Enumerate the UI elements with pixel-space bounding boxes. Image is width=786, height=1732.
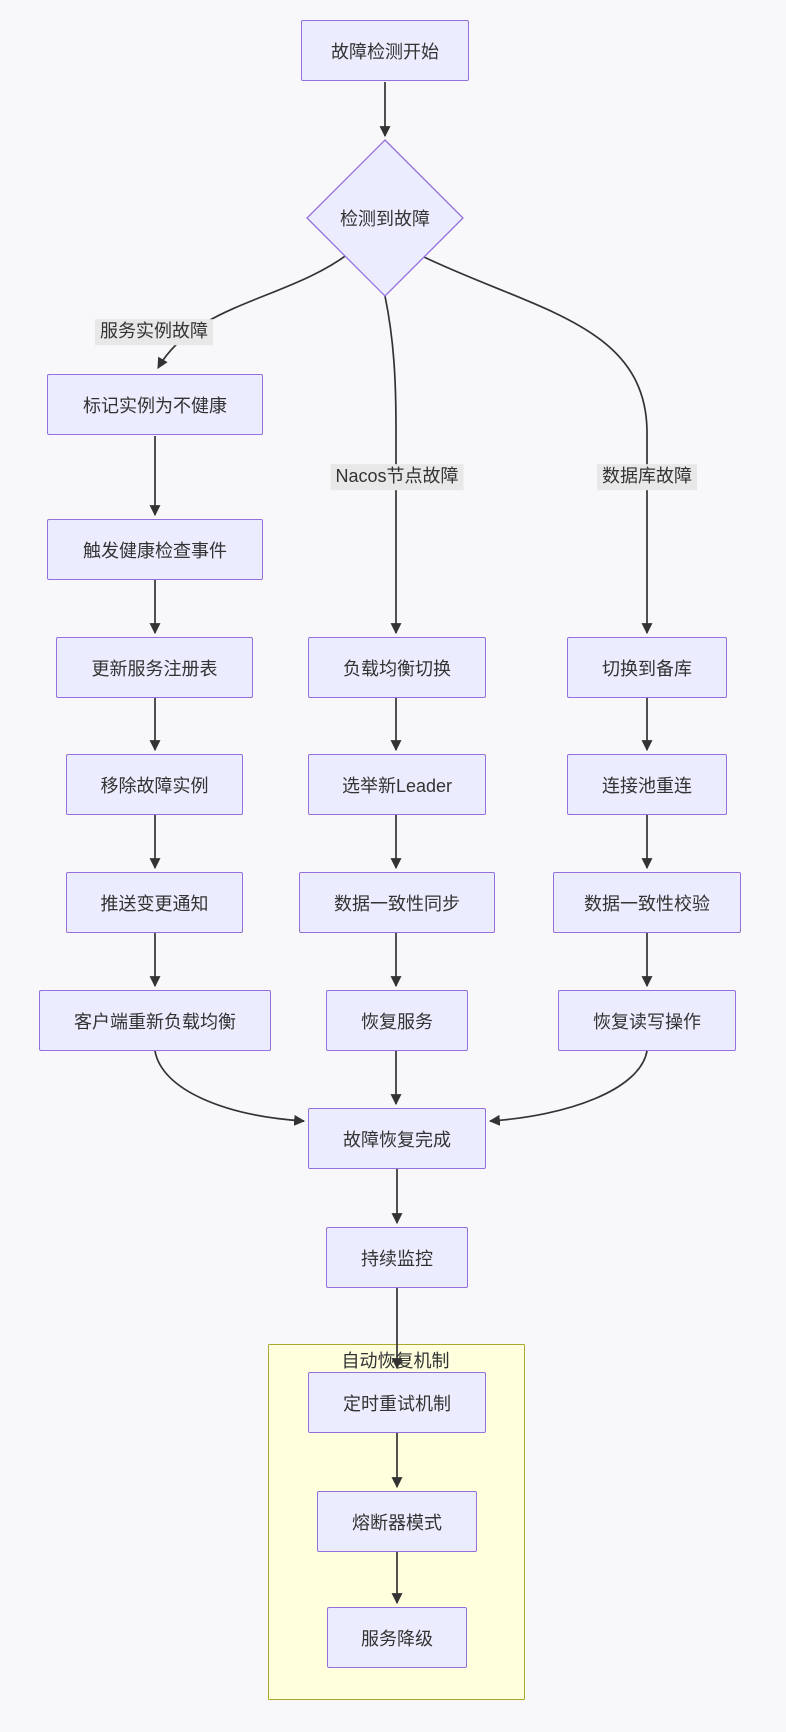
edge-r4-to-merge [488,1050,648,1126]
edge-decision-to-switch-standby [423,256,653,635]
node-circuit-breaker-mode: 熔断器模式 [317,1491,477,1552]
node-restore-service: 恢复服务 [326,990,468,1051]
node-continuous-monitoring: 持续监控 [326,1227,468,1288]
edge-l6-to-merge [154,1050,306,1126]
node-elect-new-leader: 选举新Leader [308,754,486,815]
node-load-balance-switch: 负载均衡切换 [308,637,486,698]
decision-diamond-shape [306,139,464,297]
node-update-service-registry: 更新服务注册表 [56,637,253,698]
node-data-consistency-sync: 数据一致性同步 [299,872,495,933]
node-client-rebalance: 客户端重新负载均衡 [39,990,271,1051]
edge-decision-to-lb-switch [384,295,402,635]
node-push-change-notification: 推送变更通知 [66,872,243,933]
node-fault-recovery-complete: 故障恢复完成 [308,1108,486,1169]
node-remove-faulty-instance: 移除故障实例 [66,754,243,815]
node-trigger-health-check-event: 触发健康检查事件 [47,519,263,580]
edge-label-nacos-node-failure: Nacos节点故障 [330,464,464,490]
edge-decision-to-mark-unhealthy [157,250,353,369]
edge-label-database-failure: 数据库故障 [597,464,697,490]
decision-fault-detected-label: 检测到故障 [340,209,430,229]
node-mark-instance-unhealthy: 标记实例为不健康 [47,374,263,435]
node-fault-detection-start: 故障检测开始 [301,20,469,81]
node-data-consistency-verify: 数据一致性校验 [553,872,741,933]
node-restore-read-write: 恢复读写操作 [558,990,736,1051]
node-connection-pool-reconnect: 连接池重连 [567,754,727,815]
node-service-degradation: 服务降级 [327,1607,467,1668]
node-scheduled-retry-mechanism: 定时重试机制 [308,1372,486,1433]
edge-label-service-instance-failure: 服务实例故障 [95,319,213,345]
node-switch-to-standby-db: 切换到备库 [567,637,727,698]
